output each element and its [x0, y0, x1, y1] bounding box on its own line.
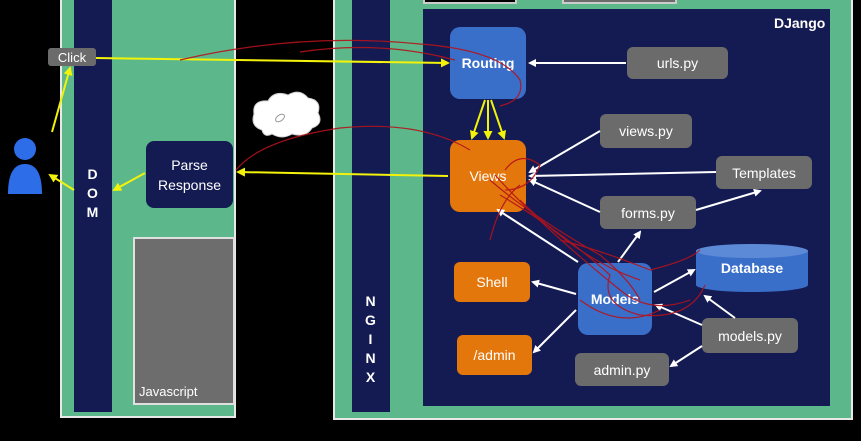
click-button: Click: [48, 48, 96, 66]
red-annotation-marks: [179, 39, 706, 319]
cloud-icon: [252, 91, 321, 138]
dom-label: D O M: [86, 166, 100, 220]
parse-response-line-2: Response: [157, 176, 222, 193]
top-box-right: [562, 0, 677, 4]
models-py-node: models.py: [702, 318, 798, 353]
admin-py-node: admin.py: [575, 353, 669, 386]
javascript-label: Javascript: [139, 384, 198, 399]
javascript-panel: [133, 237, 235, 405]
database-cylinder-icon: [696, 244, 808, 292]
admin-node: /admin: [457, 335, 532, 375]
user-icon: [8, 138, 42, 194]
nginx-bar: [352, 0, 390, 412]
internal-arrows: [496, 59, 762, 368]
routing-node: Routing: [450, 27, 526, 99]
database-label: Database: [720, 260, 784, 276]
top-box-left: [423, 0, 517, 4]
templates-node: Templates: [716, 156, 812, 189]
dom-bar: [74, 0, 112, 412]
shell-node: Shell: [454, 262, 530, 302]
django-label: DJango: [774, 15, 826, 31]
database-node: Database: [696, 243, 808, 293]
parse-response-line-1: Parse: [171, 156, 208, 173]
forms-py-node: forms.py: [600, 196, 696, 229]
views-node: Views: [450, 140, 526, 212]
request-flow-arrows: [48, 57, 506, 191]
views-py-node: views.py: [600, 114, 692, 148]
nginx-label: N G I N X: [365, 293, 377, 385]
parse-response-box: Parse Response: [146, 141, 233, 208]
urls-py-node: urls.py: [627, 47, 728, 79]
